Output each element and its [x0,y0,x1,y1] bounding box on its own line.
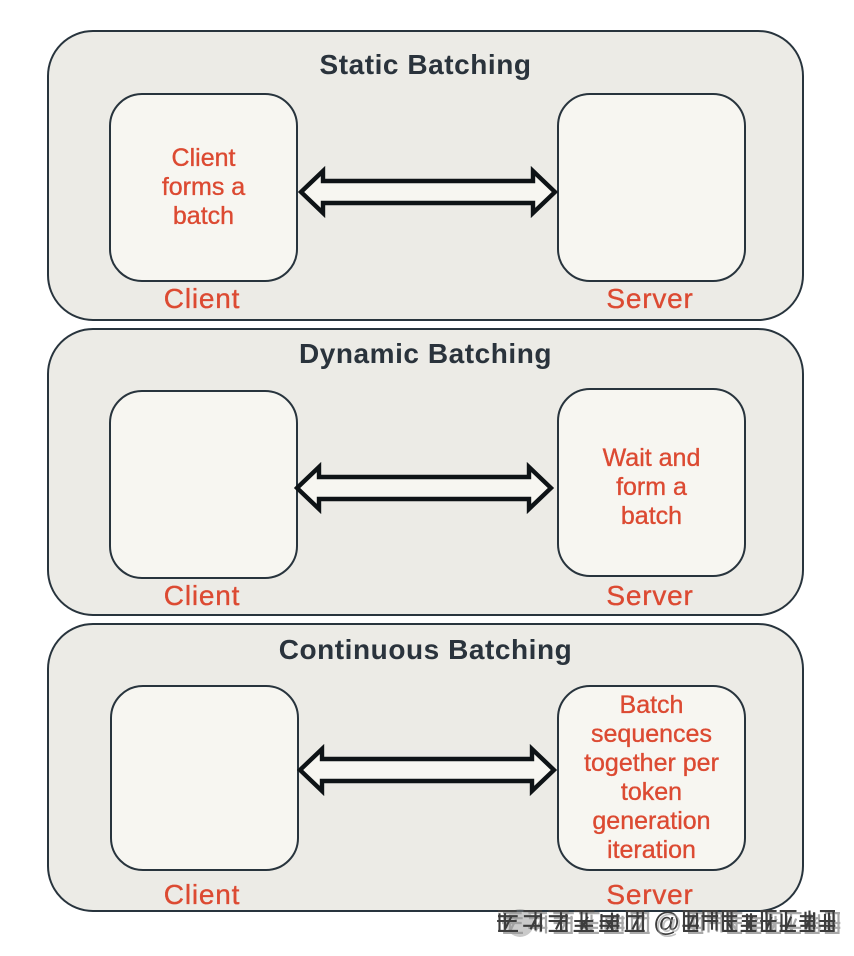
svg-text:@: @ [655,909,682,939]
svg-text:@: @ [653,907,680,937]
